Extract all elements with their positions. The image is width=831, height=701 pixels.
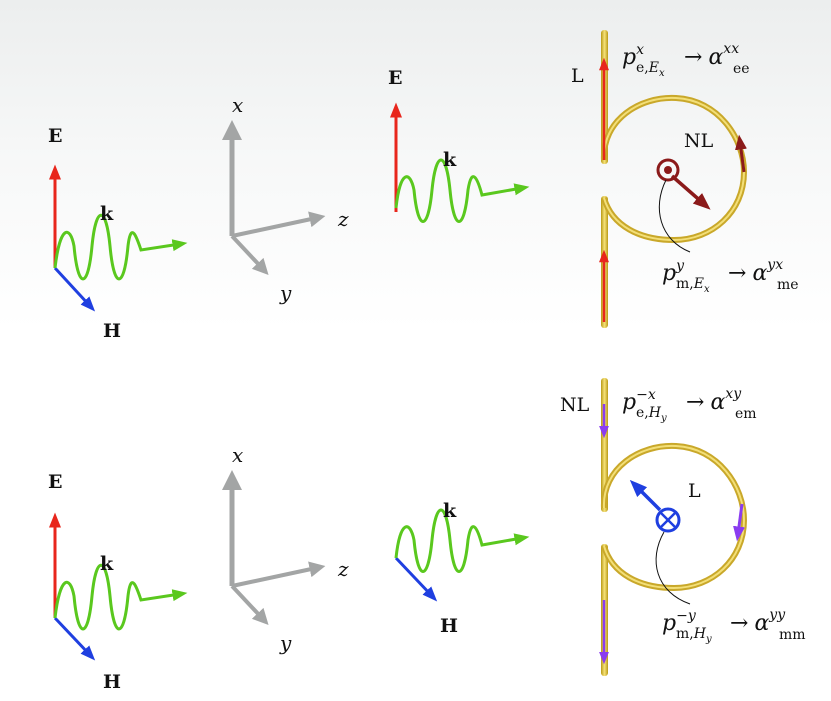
magnetic-dipole-in-ring bbox=[655, 507, 681, 533]
formula-alpha-sup: xx bbox=[723, 41, 739, 57]
k-label: k bbox=[100, 553, 114, 575]
formula-sub-var-sub: y bbox=[660, 413, 667, 424]
k-label: k bbox=[443, 500, 457, 522]
k-wave bbox=[53, 563, 188, 631]
formula-sub-var: E bbox=[648, 60, 659, 76]
formula-alpha: α bbox=[708, 45, 723, 70]
formula-sub: m, bbox=[676, 276, 694, 292]
pointer-line bbox=[655, 531, 691, 605]
magnetic-dipole-out-ring bbox=[656, 158, 680, 182]
e-field-label: E bbox=[48, 125, 62, 147]
z-axis bbox=[231, 561, 326, 588]
formula-base: p bbox=[622, 390, 636, 415]
magnetic-dipole-arrow bbox=[670, 174, 711, 210]
y-axis bbox=[230, 234, 269, 276]
formula-base: p bbox=[662, 261, 676, 286]
formula-alpha: α bbox=[754, 611, 769, 636]
formula-sub-var-sub: x bbox=[704, 284, 710, 295]
label-straight-wire: L bbox=[571, 65, 584, 87]
formula-sub: m, bbox=[676, 626, 694, 642]
h-field-label: H bbox=[103, 320, 121, 342]
z-axis-label: z bbox=[337, 557, 349, 581]
loop-wire-highlight bbox=[602, 444, 746, 590]
label-straight-wire: NL bbox=[560, 394, 590, 416]
e-field-label: E bbox=[388, 67, 402, 89]
formula-arrow: → bbox=[728, 261, 746, 286]
top-coordinate-axes: x z y bbox=[222, 93, 349, 305]
formula-arrow: → bbox=[686, 390, 704, 415]
dipole-electric-formula: p−x e,Hy →αxy em bbox=[622, 386, 757, 424]
formula-sub-var-sub: y bbox=[705, 634, 712, 645]
formula-alpha-sub: em bbox=[735, 406, 757, 422]
z-axis bbox=[231, 211, 326, 238]
top-incident-wave: E k bbox=[388, 67, 530, 223]
dipole-magnetic-formula: p−y m,Hy →αyy mm bbox=[662, 607, 806, 645]
dipole-magnetic-formula: py m,Ex →αyx me bbox=[662, 257, 799, 295]
formula-sup: x bbox=[636, 42, 644, 58]
h-field-arrow bbox=[53, 266, 96, 312]
k-wave bbox=[394, 508, 530, 573]
x-axis-label: x bbox=[232, 443, 243, 467]
formula-alpha-sub: mm bbox=[779, 627, 806, 643]
formula-alpha-sup: yx bbox=[766, 257, 783, 273]
bottom-coordinate-axes: x z y bbox=[222, 443, 349, 655]
bottom-field-triad: E H k bbox=[48, 471, 188, 693]
e-field-label: E bbox=[48, 471, 62, 493]
formula-sup: −y bbox=[676, 608, 697, 624]
formula-sub: e, bbox=[636, 60, 649, 76]
z-axis-label: z bbox=[337, 207, 349, 231]
formula-sub: e, bbox=[636, 405, 649, 421]
y-axis bbox=[230, 584, 269, 626]
y-axis-label: y bbox=[279, 281, 292, 305]
formula-alpha: α bbox=[752, 261, 767, 286]
formula-sup: y bbox=[675, 258, 685, 274]
formula-sub-var: E bbox=[693, 276, 704, 292]
formula-base: p bbox=[662, 611, 676, 636]
formula-sub-var: H bbox=[693, 626, 707, 642]
formula-sub-var-sub: x bbox=[659, 68, 665, 79]
h-field-label: H bbox=[440, 615, 458, 637]
formula-arrow: → bbox=[730, 611, 748, 636]
h-field-arrow bbox=[394, 556, 438, 602]
formula-base: p bbox=[622, 45, 636, 70]
h-field-arrow bbox=[53, 616, 96, 661]
formula-alpha-sup: xy bbox=[725, 386, 742, 402]
formula-sup: −x bbox=[636, 387, 656, 403]
magnetic-dipole-out-dot bbox=[664, 166, 672, 174]
formula-alpha-sub: ee bbox=[733, 61, 750, 77]
h-field-label: H bbox=[103, 671, 121, 693]
formula-alpha: α bbox=[710, 390, 725, 415]
formula-arrow: → bbox=[684, 45, 702, 70]
bottom-incident-wave: H k bbox=[394, 500, 530, 637]
formula-alpha-sup: yy bbox=[768, 607, 786, 623]
label-loop: NL bbox=[684, 130, 714, 152]
k-label: k bbox=[443, 149, 457, 171]
formula-sub-var: H bbox=[648, 405, 662, 421]
k-wave bbox=[53, 213, 188, 281]
k-wave bbox=[394, 158, 530, 223]
loop-current-arrow bbox=[735, 134, 747, 173]
loop-current-arrow bbox=[733, 503, 745, 542]
cross-line-2 bbox=[660, 512, 676, 528]
y-axis-label: y bbox=[279, 631, 292, 655]
top-field-triad: E H k bbox=[48, 125, 188, 342]
label-loop: L bbox=[688, 480, 701, 502]
formula-alpha-sub: me bbox=[777, 277, 799, 293]
k-label: k bbox=[100, 203, 114, 225]
pointer-line bbox=[658, 179, 691, 253]
electric-dipole-arrow bbox=[629, 479, 662, 512]
x-axis-label: x bbox=[232, 93, 243, 117]
